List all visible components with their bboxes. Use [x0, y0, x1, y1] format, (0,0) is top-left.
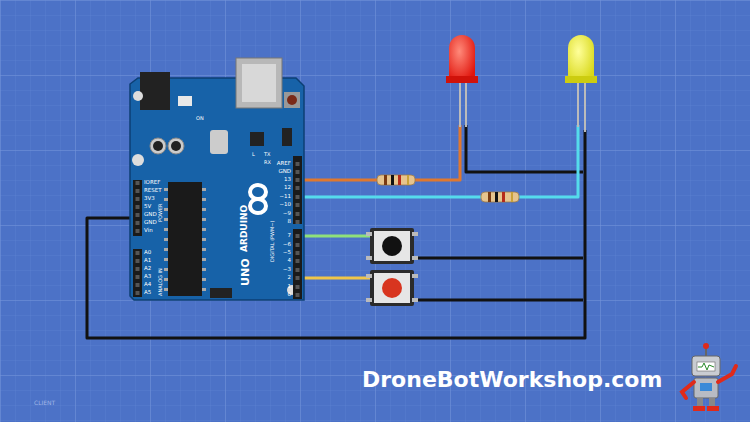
- pin-label: Vin: [144, 228, 153, 234]
- pin-label: A0: [144, 250, 151, 256]
- led-label: L: [252, 152, 255, 157]
- pin-label: A1: [144, 258, 151, 264]
- led-label: RX: [264, 160, 271, 165]
- pin-label: 0: [288, 292, 292, 298]
- pin-label: ~5: [283, 250, 291, 256]
- pin-label: 7: [288, 233, 292, 239]
- pin-label: ~3: [283, 267, 291, 273]
- pin-label: 3V3: [144, 196, 155, 202]
- pin-label: 4: [288, 258, 292, 264]
- pin-label: GND: [144, 212, 157, 218]
- pin-label: 1: [288, 284, 292, 290]
- watermark: CLIENT: [34, 400, 55, 406]
- header-title: POWER: [158, 203, 163, 222]
- led-label: TX: [264, 152, 270, 157]
- header-title: ANALOG IN: [158, 268, 163, 296]
- board-brand: ARDUINO: [240, 205, 249, 252]
- pin-label: ~10: [279, 202, 291, 208]
- pin-label: 5V: [144, 204, 151, 210]
- pin-label: AREF: [277, 161, 291, 167]
- pin-label: RESET: [144, 188, 162, 194]
- pin-label: ~9: [283, 211, 291, 217]
- pin-label: ~6: [283, 242, 291, 248]
- pin-label: 12: [284, 185, 291, 191]
- pin-label: IOREF: [144, 180, 160, 186]
- watermark: DroneBotWorkshop.com: [362, 369, 662, 391]
- pin-label: A2: [144, 266, 151, 272]
- pin-label: ~11: [279, 194, 291, 200]
- board-model: UNO: [240, 259, 251, 287]
- pin-label: A4: [144, 282, 151, 288]
- pin-label: 8: [288, 219, 292, 225]
- pin-label: 13: [284, 177, 291, 183]
- led-label: ON: [196, 116, 204, 121]
- pin-label: GND: [278, 169, 291, 175]
- pin-label: GND: [144, 220, 157, 226]
- pin-label: A3: [144, 274, 151, 280]
- header-title: DIGITAL (PWM~): [270, 221, 275, 263]
- pin-label: A5: [144, 290, 151, 296]
- pin-label: 2: [288, 275, 292, 281]
